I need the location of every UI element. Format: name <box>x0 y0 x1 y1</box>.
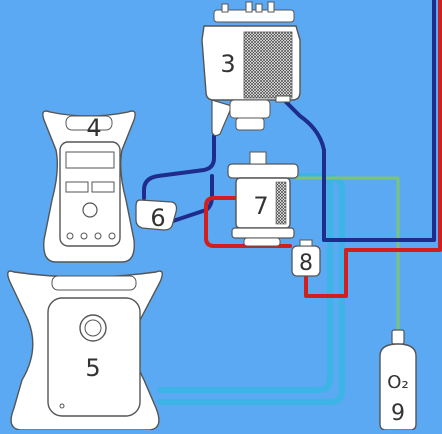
pump-console-label: 4 <box>86 114 101 142</box>
filter-label: 8 <box>299 251 313 276</box>
reservoir-label: 3 <box>220 50 235 78</box>
pump-head-label: 6 <box>150 204 165 232</box>
heater-cooler-label: 5 <box>85 354 100 382</box>
oxygen-cylinder-label: 9 <box>391 401 405 426</box>
arterial-line-right <box>306 0 440 296</box>
venous-line-right <box>286 0 434 240</box>
oxygen-formula-label: O₂ <box>387 372 408 393</box>
reservoir-icon <box>202 2 300 136</box>
oxygenator-label: 7 <box>253 192 268 220</box>
venous-line-left <box>144 136 214 198</box>
heater-cooler-icon <box>8 271 163 430</box>
